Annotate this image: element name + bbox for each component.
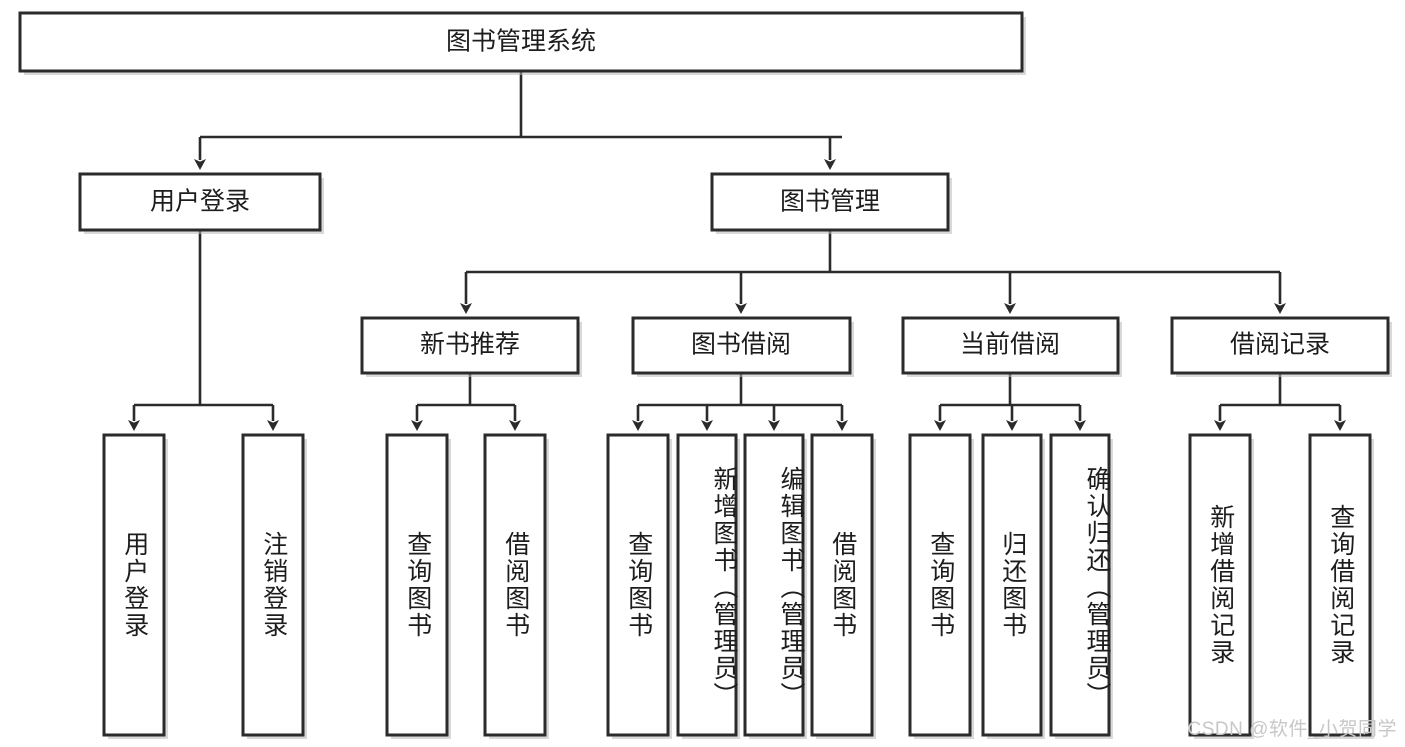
connector-group-book-management	[460, 230, 1286, 314]
leaf-user-login-label: 用户登录	[120, 531, 149, 639]
node-leaf-edit-book[interactable]	[743, 433, 807, 739]
node-leaf-borrow-book-recommend[interactable]	[483, 433, 549, 739]
connector-group-user-login	[128, 230, 279, 431]
node-book-management-label: 图书管理	[780, 188, 880, 216]
leaf-add-record-label: 新增借阅记录	[1206, 504, 1235, 666]
node-borrow-records[interactable]: 借阅记录	[1170, 316, 1392, 377]
node-borrow-records-label: 借阅记录	[1230, 331, 1330, 359]
node-leaf-query-book-current[interactable]	[908, 433, 974, 739]
leaf-borrow-book-recommend-label: 借阅图书	[501, 531, 530, 639]
leaf-return-book-label: 归还图书	[998, 531, 1027, 639]
node-root[interactable]: 图书管理系统	[18, 11, 1026, 75]
node-leaf-confirm-return[interactable]	[1049, 433, 1113, 739]
leaf-query-book-recommend-label: 查询图书	[403, 531, 432, 639]
node-user-login-label: 用户登录	[150, 188, 250, 216]
node-book-borrow[interactable]: 图书借阅	[631, 316, 854, 377]
leaf-query-book-borrow-label: 查询图书	[624, 531, 653, 639]
leaf-boxes	[102, 433, 1374, 739]
node-book-borrow-label: 图书借阅	[691, 331, 791, 359]
leaf-borrow-book-label: 借阅图书	[828, 531, 857, 639]
node-leaf-query-book-recommend[interactable]	[385, 433, 451, 739]
leaf-query-record-label: 查询借阅记录	[1326, 504, 1355, 666]
leaf-add-book-label: 新增图书（管理员）	[710, 466, 738, 709]
node-leaf-borrow-book[interactable]	[810, 433, 876, 739]
node-current-borrow-label: 当前借阅	[960, 331, 1060, 359]
node-leaf-add-record[interactable]	[1188, 433, 1254, 739]
connector-group-root	[194, 71, 842, 170]
node-leaf-user-login[interactable]	[102, 433, 168, 739]
connector-group-book-borrow	[632, 373, 848, 431]
node-new-book-recommend-label: 新书推荐	[420, 331, 520, 359]
connector-group-borrow-records	[1214, 373, 1346, 431]
node-book-management[interactable]: 图书管理	[710, 172, 952, 234]
connector-group-current-borrow	[934, 373, 1086, 431]
node-leaf-add-book[interactable]	[676, 433, 740, 739]
leaf-query-book-current-label: 查询图书	[926, 531, 955, 639]
node-current-borrow[interactable]: 当前借阅	[901, 316, 1122, 377]
node-user-login[interactable]: 用户登录	[78, 172, 324, 234]
node-root-label: 图书管理系统	[446, 28, 596, 56]
leaf-edit-book-label: 编辑图书（管理员）	[777, 466, 805, 709]
leaf-confirm-return-label: 确认归还（管理员）	[1083, 466, 1111, 709]
node-leaf-logout[interactable]	[241, 433, 307, 739]
csdn-watermark: CSDN @软件_小贺同学	[1187, 719, 1397, 740]
node-leaf-query-record[interactable]	[1308, 433, 1374, 739]
node-leaf-query-book-borrow[interactable]	[606, 433, 672, 739]
connector-group-new-book-recommend	[411, 373, 521, 431]
leaf-logout-label: 注销登录	[259, 531, 288, 639]
node-new-book-recommend[interactable]: 新书推荐	[360, 316, 582, 377]
node-leaf-return-book[interactable]	[981, 433, 1045, 739]
